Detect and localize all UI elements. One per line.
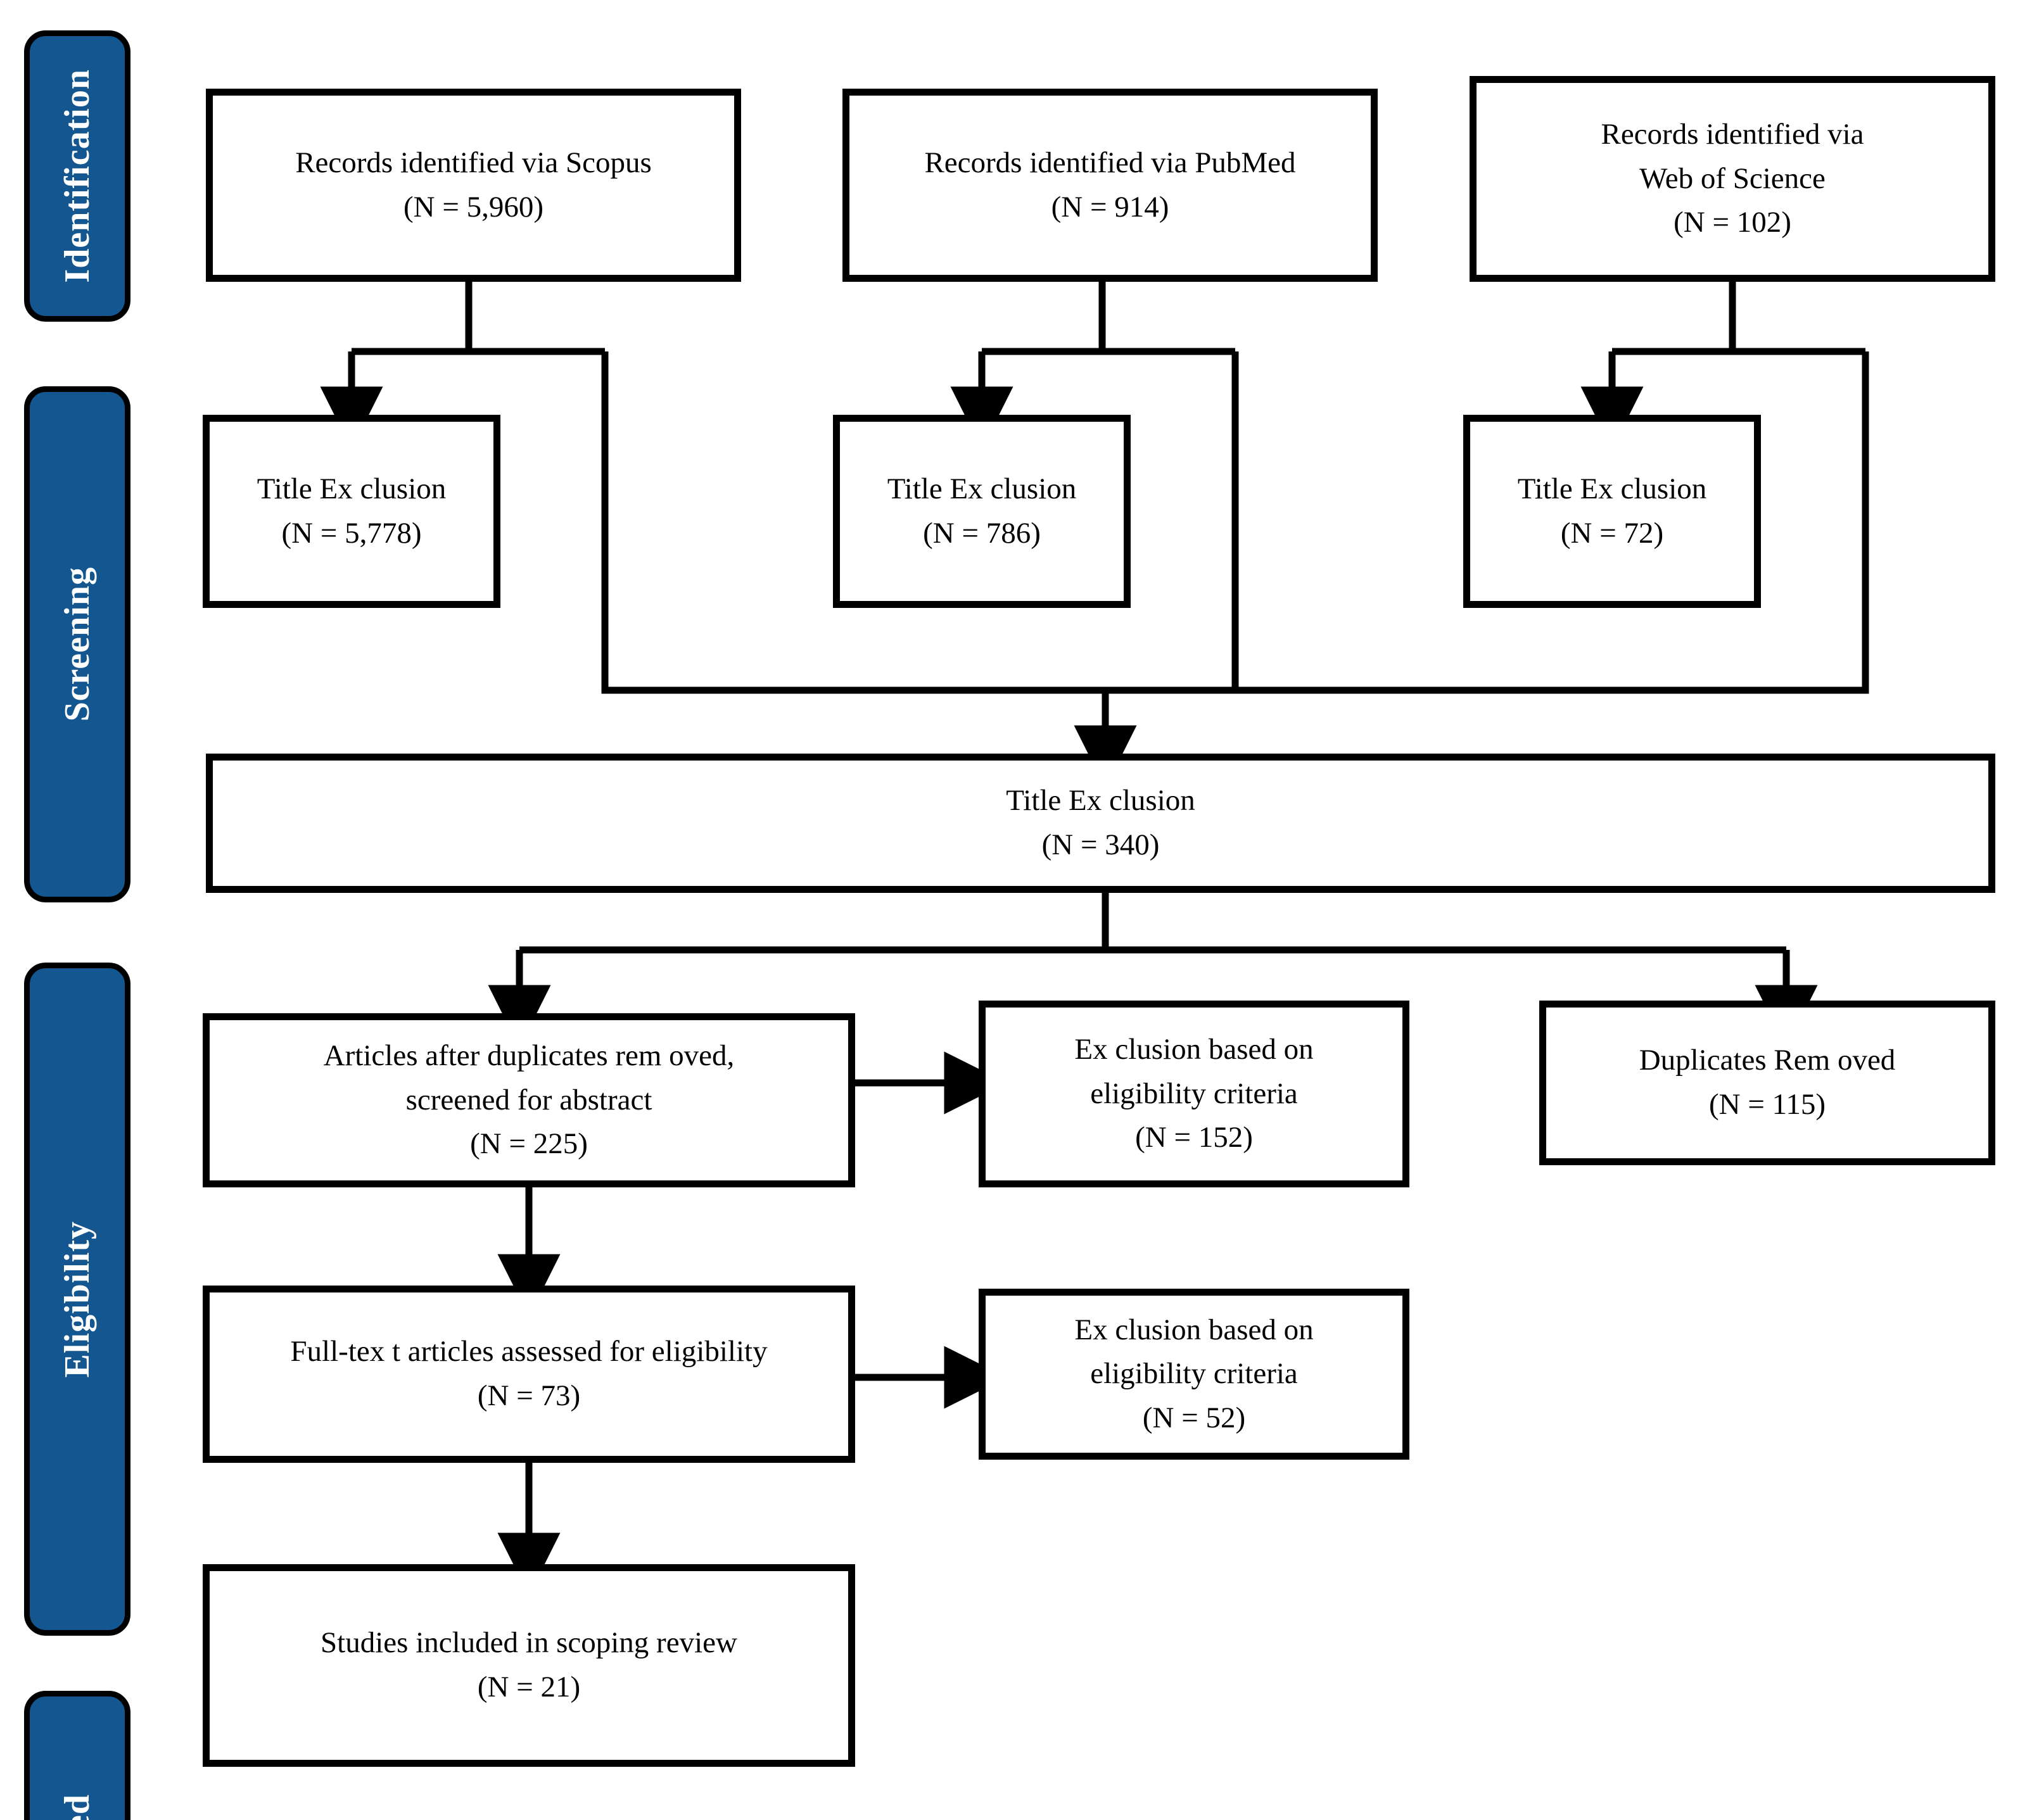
stage-label-identification: Identification <box>58 69 97 283</box>
box-title-exclusion-total: Title Ex clusion (N = 340) <box>206 754 1995 893</box>
box-records-web-of-science: Records identified via Web of Science (N… <box>1470 76 1995 282</box>
stage-label-eligibility: Eligibility <box>58 1220 97 1378</box>
box-title-exclusion-scopus-text: Title Ex clusion (N = 5,778) <box>257 472 447 550</box>
stage-pill-included: Included <box>24 1691 130 1820</box>
box-studies-included: Studies included in scoping review (N = … <box>203 1564 855 1767</box>
box-title-exclusion-web-of-science: Title Ex clusion (N = 72) <box>1463 415 1761 608</box>
box-exclusion-fulltext-text: Ex clusion based on eligibility criteria… <box>1074 1313 1314 1434</box>
stage-pill-eligibility: Eligibility <box>24 963 130 1636</box>
box-records-scopus: Records identified via Scopus (N = 5,960… <box>206 89 741 282</box>
box-records-web-of-science-text: Records identified via Web of Science (N… <box>1601 118 1864 239</box>
box-records-pubmed-text: Records identified via PubMed (N = 914) <box>924 146 1296 224</box>
stage-label-screening: Screening <box>58 567 97 722</box>
box-fulltext-assessed: Full-tex t articles assessed for eligibi… <box>203 1286 855 1463</box>
box-duplicates-removed-text: Duplicates Rem oved (N = 115) <box>1639 1044 1896 1121</box>
box-duplicates-removed: Duplicates Rem oved (N = 115) <box>1539 1001 1995 1165</box>
box-title-exclusion-web-of-science-text: Title Ex clusion (N = 72) <box>1517 472 1707 550</box>
edge-scopus-bypass <box>601 351 1105 694</box>
box-articles-after-duplicates-removed: Articles after duplicates rem oved, scre… <box>203 1013 855 1187</box>
box-title-exclusion-pubmed-text: Title Ex clusion (N = 786) <box>887 472 1077 550</box>
box-exclusion-abstract-text: Ex clusion based on eligibility criteria… <box>1074 1033 1314 1154</box>
stage-pill-identification: Identification <box>24 30 130 322</box>
box-title-exclusion-total-text: Title Ex clusion (N = 340) <box>1006 784 1195 861</box>
box-title-exclusion-scopus: Title Ex clusion (N = 5,778) <box>203 415 500 608</box>
box-title-exclusion-pubmed: Title Ex clusion (N = 786) <box>833 415 1131 608</box>
stage-pill-screening: Screening <box>24 386 130 902</box>
box-articles-after-duplicates-removed-text: Articles after duplicates rem oved, scre… <box>323 1039 735 1161</box>
box-fulltext-assessed-text: Full-tex t articles assessed for eligibi… <box>290 1335 768 1412</box>
box-records-pubmed: Records identified via PubMed (N = 914) <box>842 89 1378 282</box>
box-exclusion-fulltext: Ex clusion based on eligibility criteria… <box>979 1289 1409 1460</box>
box-studies-included-text: Studies included in scoping review (N = … <box>321 1626 737 1703</box>
stage-label-included: Included <box>57 1794 98 1820</box>
box-records-scopus-text: Records identified via Scopus (N = 5,960… <box>295 146 652 224</box>
box-exclusion-abstract: Ex clusion based on eligibility criteria… <box>979 1001 1409 1187</box>
edge-wos-bypass <box>1105 351 1869 694</box>
